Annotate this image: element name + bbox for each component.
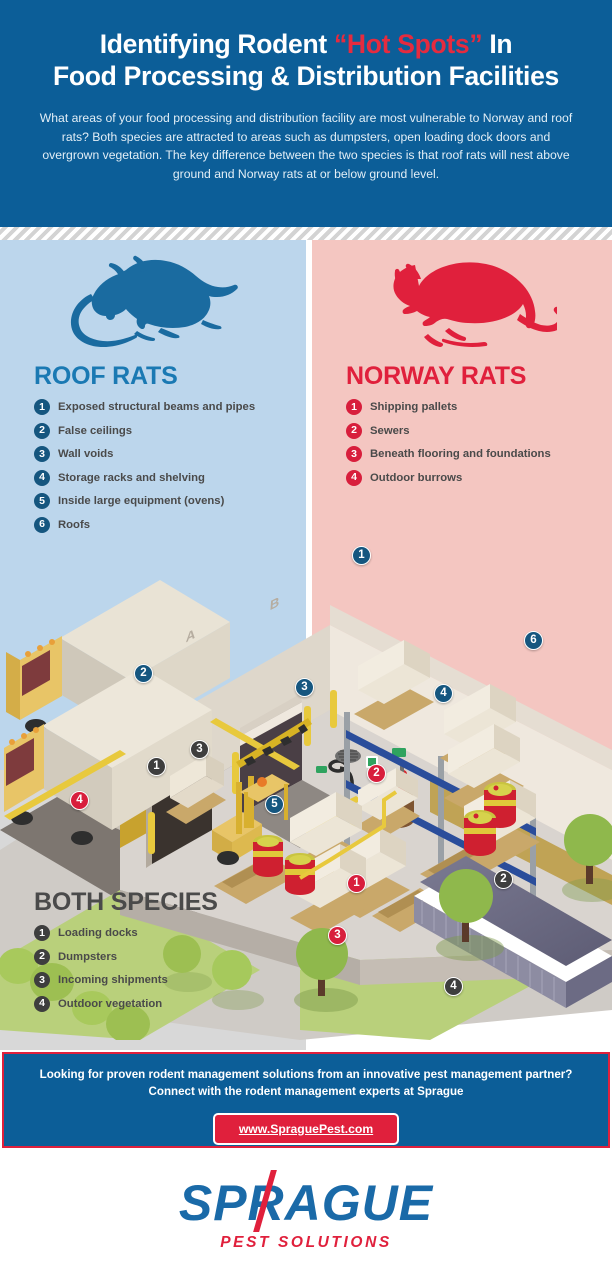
item-label: Outdoor vegetation (58, 997, 163, 1010)
logo-tagline: PEST SOLUTIONS (220, 1234, 392, 1251)
item-number-badge: 3 (346, 446, 362, 462)
norway-rats-list: 1 Shipping pallets 2 Sewers 3 Beneath fl… (346, 399, 612, 486)
item-number-badge: 5 (34, 493, 50, 509)
map-marker-norway-1[interactable]: 1 (347, 874, 366, 893)
item-label: Sewers (370, 424, 410, 437)
title-accent: “Hot Spots” (333, 29, 483, 59)
list-item: 2 Dumpsters (34, 948, 306, 965)
item-label: Dumpsters (58, 950, 118, 963)
item-number-badge: 4 (34, 469, 50, 486)
cta-banner: Looking for proven rodent management sol… (2, 1052, 610, 1148)
header-subtitle: What areas of your food processing and d… (39, 110, 573, 182)
list-item: 1 Loading docks (34, 925, 306, 941)
logo-wordmark: SPRAGUE (178, 1170, 434, 1232)
both-species-section: BOTH SPECIES 1 Loading docks 2 Dumpsters… (0, 884, 306, 1019)
item-number-badge: 1 (34, 399, 50, 415)
title-part-2: In (482, 29, 513, 59)
logo-word-text: SPRAGUE (178, 1175, 434, 1231)
item-label: Roofs (58, 518, 91, 531)
list-item: 2 False ceilings (34, 422, 306, 439)
item-label: Shipping pallets (370, 401, 458, 413)
map-marker-both-2[interactable]: 2 (494, 870, 513, 889)
item-label: Beneath flooring and foundations (370, 448, 551, 460)
item-number-badge: 4 (346, 469, 362, 486)
both-species-heading: BOTH SPECIES (34, 888, 218, 916)
both-species-list: 1 Loading docks 2 Dumpsters 3 Incoming s… (34, 925, 306, 1012)
warehouse-isometric-illustration: A B (0, 530, 612, 1040)
item-number-badge: 2 (346, 422, 362, 439)
map-marker-norway-4[interactable]: 4 (70, 791, 89, 810)
item-number-badge: 6 (34, 516, 50, 533)
item-number-badge: 4 (34, 995, 50, 1012)
map-marker-roof-1[interactable]: 1 (352, 546, 371, 565)
sprague-logo: SPRAGUE PEST SOLUTIONS (0, 1148, 612, 1278)
map-marker-roof-4[interactable]: 4 (434, 684, 453, 703)
header-banner: Identifying Rodent “Hot Spots” In Food P… (0, 0, 612, 227)
item-label: Outdoor burrows (370, 471, 463, 484)
item-number-badge: 3 (34, 972, 50, 988)
list-item: 2 Sewers (346, 422, 612, 439)
map-marker-norway-3[interactable]: 3 (328, 926, 347, 945)
item-label: Storage racks and shelving (58, 471, 205, 484)
list-item: 3 Wall voids (34, 446, 306, 462)
norway-rats-section: NORWAY RATS 1 Shipping pallets 2 Sewers … (312, 248, 612, 493)
map-marker-both-3[interactable]: 3 (190, 740, 209, 759)
list-item: 3 Beneath flooring and foundations (346, 446, 612, 462)
roof-rats-heading: ROOF RATS (34, 362, 178, 390)
list-item: 1 Exposed structural beams and pipes (34, 399, 306, 415)
item-label: Inside large equipment (ovens) (58, 495, 225, 507)
list-item: 5 Inside large equipment (ovens) (34, 493, 306, 509)
roof-rats-list: 1 Exposed structural beams and pipes 2 F… (34, 399, 306, 533)
item-label: Loading docks (58, 927, 138, 939)
list-item: 3 Incoming shipments (34, 972, 306, 988)
item-number-badge: 1 (346, 399, 362, 415)
item-number-badge: 2 (34, 948, 50, 965)
list-item: 4 Outdoor vegetation (34, 995, 306, 1012)
norway-rat-silhouette-icon (312, 248, 612, 358)
page-title: Identifying Rodent “Hot Spots” In Food P… (0, 0, 612, 93)
list-item: 4 Outdoor burrows (346, 469, 612, 486)
item-label: Wall voids (58, 448, 114, 460)
map-marker-roof-2[interactable]: 2 (134, 664, 153, 683)
list-item: 1 Shipping pallets (346, 399, 612, 415)
list-item: 4 Storage racks and shelving (34, 469, 306, 486)
roof-rat-silhouette-icon (0, 248, 306, 358)
item-label: Incoming shipments (58, 974, 168, 986)
map-marker-norway-2[interactable]: 2 (367, 764, 386, 783)
item-label: False ceilings (58, 424, 133, 437)
map-marker-roof-3[interactable]: 3 (295, 678, 314, 697)
roof-rats-section: ROOF RATS 1 Exposed structural beams and… (0, 248, 306, 540)
cta-line-2: Connect with the rodent management exper… (148, 1085, 464, 1099)
title-part-1: Identifying Rodent (99, 29, 334, 59)
cta-line-1: Looking for proven rodent management sol… (39, 1068, 573, 1081)
list-item: 6 Roofs (34, 516, 306, 533)
diagonal-stripe-divider (0, 227, 612, 240)
title-line-2: Food Processing & Distribution Facilitie… (53, 61, 559, 92)
map-marker-roof-6[interactable]: 6 (524, 631, 543, 650)
norway-rats-heading: NORWAY RATS (346, 362, 527, 390)
map-marker-both-1[interactable]: 1 (147, 757, 166, 776)
item-number-badge: 2 (34, 422, 50, 439)
item-number-badge: 1 (34, 925, 50, 941)
map-marker-both-4[interactable]: 4 (444, 977, 463, 996)
website-button[interactable]: www.SpraguePest.com (212, 1112, 400, 1145)
item-number-badge: 3 (34, 446, 50, 462)
map-marker-roof-5[interactable]: 5 (265, 795, 284, 814)
item-label: Exposed structural beams and pipes (58, 401, 256, 413)
